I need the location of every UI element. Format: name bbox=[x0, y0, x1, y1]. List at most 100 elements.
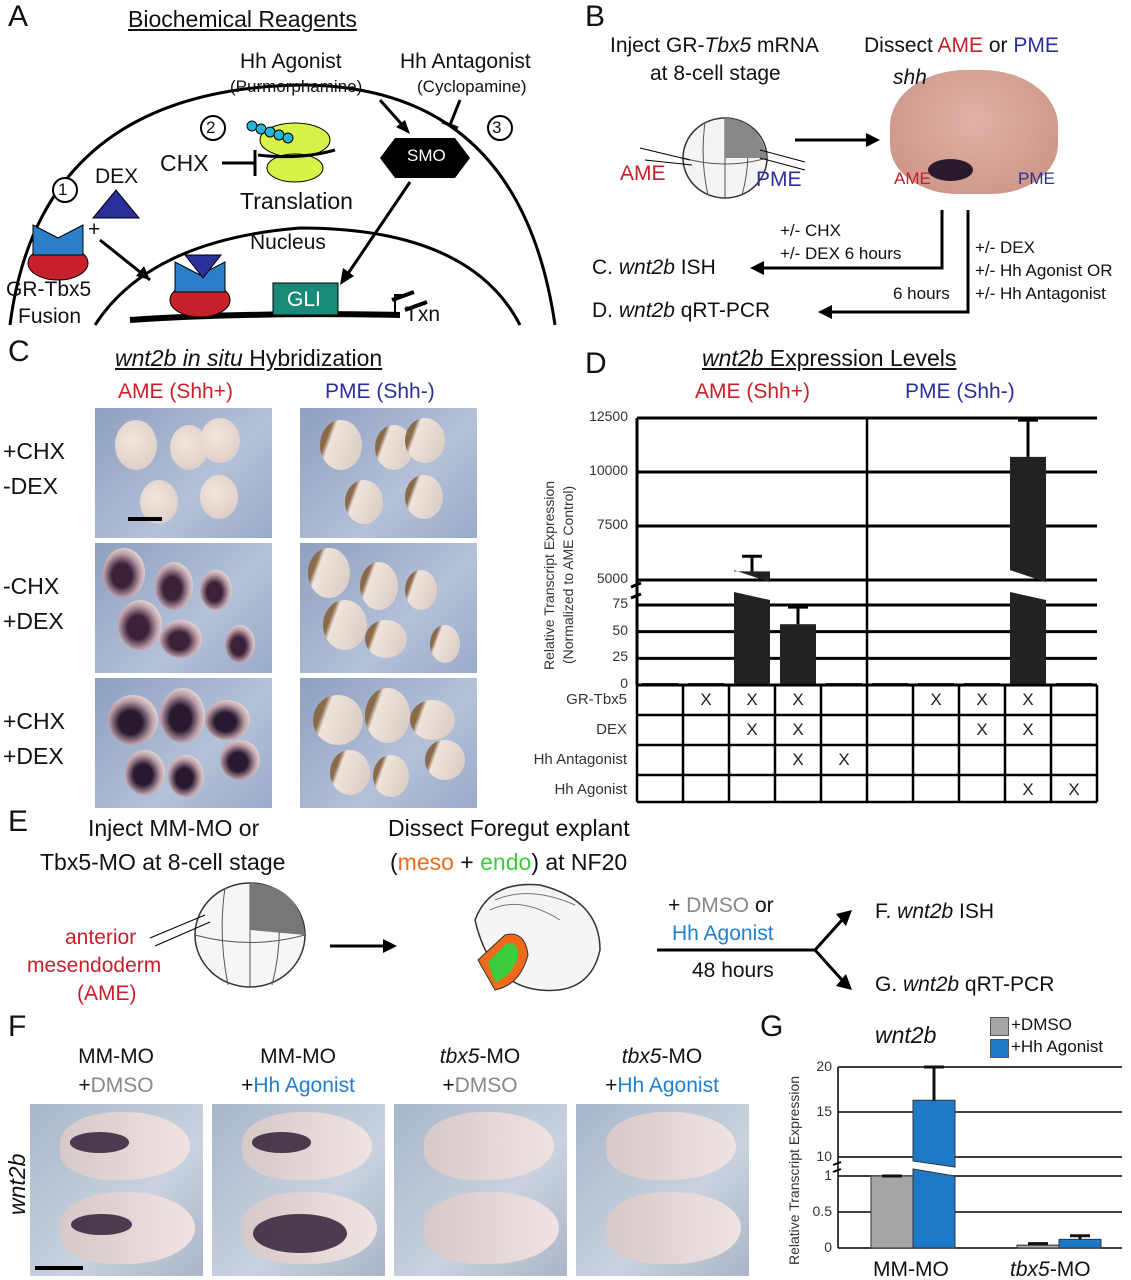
d-table-mark: X bbox=[1068, 780, 1080, 799]
dex-triangle bbox=[91, 189, 141, 219]
g-ytick: 0 bbox=[824, 1239, 832, 1255]
f-explant bbox=[242, 1112, 372, 1180]
panel-label-a: A bbox=[8, 0, 29, 33]
f-photo-1 bbox=[212, 1104, 385, 1276]
embryo bbox=[373, 755, 409, 797]
dex-treatment-6h: +/- DEX 6 hours bbox=[780, 244, 902, 263]
ame-3: (AME) bbox=[77, 982, 137, 1005]
ribosome-small bbox=[266, 153, 324, 183]
d-table-mark: X bbox=[792, 720, 804, 739]
d-table-mark: X bbox=[930, 690, 942, 709]
embryo bbox=[330, 750, 370, 795]
step-2: 2 bbox=[206, 118, 216, 137]
arrowhead bbox=[396, 120, 410, 134]
d-table-row-label: DEX bbox=[596, 721, 627, 738]
e-dissect-1: Dissect Foregut explant bbox=[388, 815, 630, 841]
peptide-bead bbox=[282, 132, 294, 144]
arrowhead bbox=[750, 261, 764, 275]
d-bar-lower bbox=[1010, 592, 1046, 685]
embryo bbox=[308, 548, 350, 598]
g-bar-lower bbox=[912, 1168, 956, 1249]
d-bar-upper bbox=[734, 570, 770, 583]
f-col-line2-2: +DMSO bbox=[390, 1074, 570, 1098]
d-ytick: 0 bbox=[620, 675, 628, 691]
f-col-gene: tbx5 bbox=[621, 1045, 662, 1068]
f-col-line2-1: +Hh Agonist bbox=[208, 1074, 388, 1098]
d-error-bar bbox=[742, 554, 762, 572]
f-col-line1-2: tbx5-MO bbox=[420, 1045, 540, 1069]
nucleus-label: Nucleus bbox=[250, 231, 326, 254]
g-ytick: 10 bbox=[816, 1148, 832, 1164]
antagonist-name: (Cyclopamine) bbox=[417, 77, 527, 96]
outcome-d: D. wnt2b qRT-PCR bbox=[592, 299, 771, 322]
row-label-0-b: -DEX bbox=[3, 473, 58, 499]
agonist-label: Hh Agonist bbox=[240, 50, 342, 73]
row-label-0-a: +CHX bbox=[3, 438, 65, 464]
dex-bound bbox=[183, 254, 223, 279]
embryo bbox=[405, 570, 437, 610]
d-ytick: 12500 bbox=[589, 408, 628, 424]
d-table-mark: X bbox=[976, 720, 988, 739]
embryo bbox=[168, 755, 204, 797]
g-ytick: 15 bbox=[816, 1103, 832, 1119]
e-split-arrow bbox=[657, 918, 844, 982]
row-label-2-a: +CHX bbox=[3, 708, 65, 734]
d-table-mark: X bbox=[1022, 780, 1034, 799]
f-col-treatment: Hh Agonist bbox=[617, 1074, 719, 1097]
f-col-line1-0: MM-MO bbox=[78, 1045, 154, 1068]
embryo bbox=[200, 418, 240, 463]
antagonist-inhibit bbox=[441, 99, 462, 130]
f-col-gene: tbx5 bbox=[439, 1045, 480, 1068]
embryo-pme-label: PME bbox=[756, 168, 802, 191]
e-inject-1: Inject MM-MO or bbox=[88, 815, 260, 841]
d-ytick: 50 bbox=[612, 621, 628, 638]
panel-label-d: D bbox=[585, 347, 607, 380]
d-arrow bbox=[830, 210, 970, 314]
g-cat-tbx5: tbx5-MO bbox=[1010, 1258, 1091, 1280]
f-col-line1-1: MM-MO bbox=[260, 1045, 336, 1068]
tbx5-domain-nucleus bbox=[174, 261, 226, 293]
g-bar-upper bbox=[912, 1099, 956, 1168]
embryo bbox=[200, 475, 238, 519]
d-error-bar bbox=[788, 605, 808, 625]
ish-photo-2-0 bbox=[95, 678, 272, 808]
d-ytick: 10000 bbox=[589, 462, 628, 478]
inject-text: Inject GR-Tbx5 mRNA bbox=[610, 34, 819, 57]
f-explant bbox=[242, 1192, 377, 1264]
panel-label-b: B bbox=[585, 0, 606, 33]
f-col-treatment: DMSO bbox=[454, 1074, 518, 1097]
outcome-c: C. wnt2b ISH bbox=[592, 256, 716, 279]
arrowhead bbox=[866, 133, 880, 147]
d-bar bbox=[780, 624, 816, 685]
embryo bbox=[365, 688, 410, 743]
wnt2b-stain bbox=[252, 1213, 348, 1254]
embryo bbox=[320, 420, 362, 470]
step-1: 1 bbox=[58, 180, 68, 199]
e-inject-2: Tbx5-MO at 8-cell stage bbox=[40, 849, 286, 875]
wnt2b-stain bbox=[70, 1132, 129, 1153]
col-pme: PME (Shh-) bbox=[325, 380, 435, 403]
dex-treatment: +/- DEX bbox=[975, 238, 1035, 257]
embryo bbox=[430, 625, 460, 663]
e-dissect-2: (meso + endo) at NF20 bbox=[390, 849, 628, 875]
embryo bbox=[410, 700, 455, 740]
ish-photo-0-1 bbox=[300, 408, 477, 538]
step-3: 3 bbox=[492, 118, 502, 137]
ish-photo-1-0 bbox=[95, 543, 272, 673]
dmso-treatment: + DMSO or bbox=[668, 894, 774, 917]
g-bar bbox=[870, 1175, 914, 1249]
f-photo-0 bbox=[30, 1104, 203, 1276]
embryo bbox=[118, 600, 162, 650]
f-col-plus: + bbox=[605, 1074, 618, 1097]
panel-label-e: E bbox=[8, 805, 29, 838]
d-table-mark: X bbox=[1022, 690, 1034, 709]
embryo bbox=[220, 740, 260, 780]
photo-ame-label: AME bbox=[894, 169, 931, 188]
tbx5-domain bbox=[32, 224, 84, 256]
arrowhead bbox=[340, 268, 354, 285]
ish-photo-2-1 bbox=[300, 678, 477, 808]
d-ytick: 75 bbox=[612, 595, 628, 611]
embryo bbox=[140, 480, 178, 524]
embryo bbox=[360, 562, 398, 610]
g-bar bbox=[1016, 1244, 1060, 1249]
